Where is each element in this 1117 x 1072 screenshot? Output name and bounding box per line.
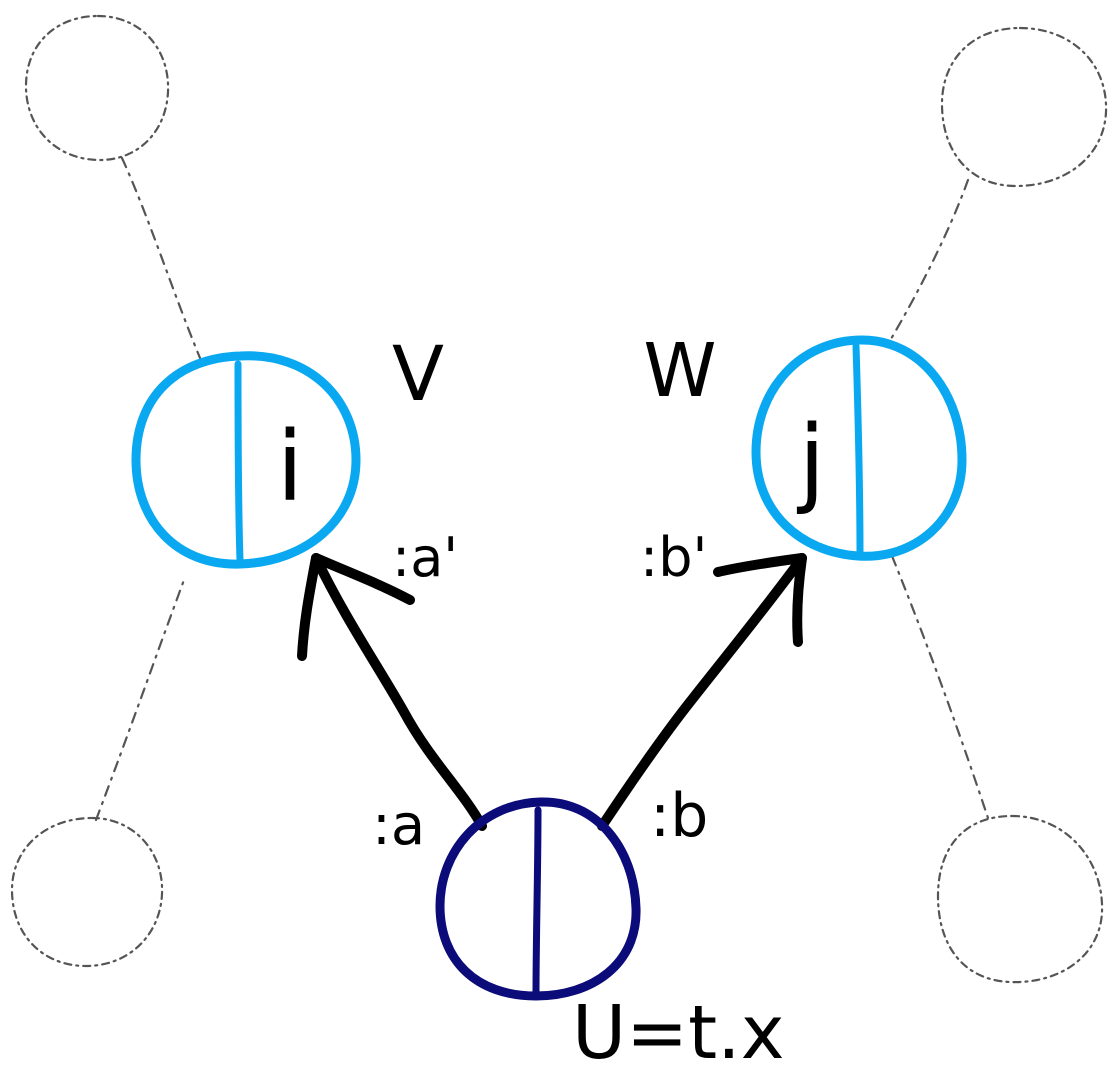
node-v-divider (234, 360, 244, 564)
node-u[interactable] (435, 797, 641, 1001)
arrow-head-b-prime (713, 553, 807, 647)
node-v-label: V (392, 329, 444, 418)
ghost-link-top-left (120, 156, 202, 360)
arrow-shaft-a (311, 553, 487, 831)
arrow-head-a-prime (297, 553, 415, 661)
ghost-node-top-right (940, 26, 1108, 188)
ghost-node-top-left (24, 14, 170, 162)
ghost-link-bottom-right (890, 554, 990, 820)
node-i-label: i (277, 411, 304, 523)
node-w[interactable] (751, 335, 967, 561)
ghost-neighbours (10, 14, 1108, 984)
node-v-ring (131, 351, 361, 569)
ghost-link-top-right (886, 178, 970, 346)
ghost-node-bottom-right (936, 814, 1104, 984)
port-a-label: :a (372, 793, 425, 858)
node-u-divider (532, 806, 542, 998)
node-w-label: W (643, 328, 716, 414)
node-w-divider (852, 342, 864, 560)
ghost-link-bottom-left (94, 578, 186, 822)
arrow-shaft-b (597, 553, 807, 831)
node-j-label: j (797, 405, 826, 517)
node-v[interactable] (131, 351, 361, 569)
port-a-prime-label: :a' (392, 526, 458, 589)
arrow-to-node-w (597, 553, 807, 831)
arrow-to-node-v (297, 553, 487, 831)
ghost-node-bottom-left (10, 816, 164, 968)
parent-caption: U=t.x (572, 990, 785, 1072)
port-b-prime-label: :b' (640, 526, 707, 589)
port-b-label: :b (650, 781, 708, 851)
